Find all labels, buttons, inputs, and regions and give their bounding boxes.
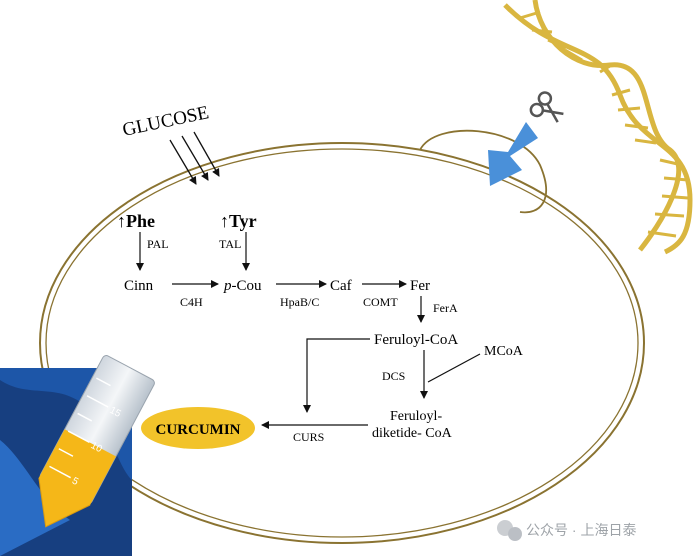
curcumin-label: CURCUMIN bbox=[156, 422, 241, 438]
comt-enzyme-label: COMT bbox=[363, 295, 398, 309]
mcoa-label: MCoA bbox=[484, 344, 524, 359]
caf-label: Caf bbox=[330, 278, 352, 294]
plasmid-bulge bbox=[419, 129, 547, 214]
cell-inner-membrane bbox=[45, 148, 639, 538]
hpab-enzyme-label: HpaB/C bbox=[280, 295, 319, 309]
pcou-label: p-Cou bbox=[223, 278, 262, 294]
glucose-arrows bbox=[169, 131, 220, 185]
c4h-enzyme-label: C4H bbox=[180, 295, 203, 309]
curs-enzyme-label: CURS bbox=[293, 430, 324, 444]
mcoa-join-line bbox=[427, 353, 481, 383]
diketide-label-line2: diketide- CoA bbox=[372, 426, 453, 441]
tube-mark-5: 5 bbox=[70, 476, 80, 489]
dna-helix-icon bbox=[503, 0, 693, 255]
fera-enzyme-label: FerA bbox=[433, 301, 458, 315]
watermark: 公众号 · 上海日泰 bbox=[497, 520, 636, 541]
cinn-label: Cinn bbox=[124, 278, 154, 294]
pal-enzyme-label: PAL bbox=[147, 237, 169, 251]
tyr-label: ↑Tyr bbox=[220, 211, 257, 231]
insertion-arrow-icon bbox=[488, 122, 538, 186]
wechat-icon bbox=[497, 520, 522, 541]
phe-label: ↑Phe bbox=[117, 211, 155, 231]
tal-enzyme-label: TAL bbox=[219, 237, 241, 251]
fer-label: Fer bbox=[410, 278, 430, 294]
tube-mark-10: 10 bbox=[89, 440, 104, 455]
feruloyl-to-curs-arrow bbox=[303, 338, 370, 413]
curcumin-product-badge bbox=[141, 407, 255, 449]
cell-membrane bbox=[39, 129, 645, 544]
tube-mark-15: 15 bbox=[108, 405, 123, 420]
watermark-text: 公众号 · 上海日泰 bbox=[526, 522, 636, 538]
glucose-label: GLUCOSE bbox=[121, 102, 211, 141]
scissors-icon bbox=[529, 91, 564, 123]
dcs-enzyme-label: DCS bbox=[382, 369, 405, 383]
cell-outer-membrane bbox=[39, 142, 645, 544]
curcumin-tube-photo: 15 10 5 bbox=[0, 355, 155, 556]
feruloyl-coa-label: Feruloyl-CoA bbox=[374, 332, 458, 348]
diketide-label-line1: Feruloyl- bbox=[390, 409, 442, 424]
